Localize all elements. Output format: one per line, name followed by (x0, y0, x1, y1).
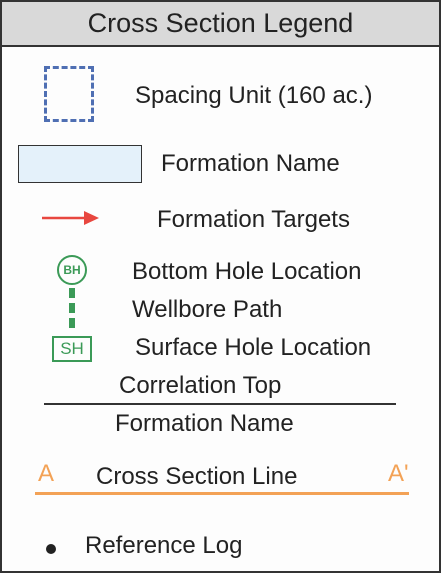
correlation-top-label: Correlation Top (119, 372, 282, 399)
formation-name-label: Formation Name (161, 150, 340, 177)
bottom-hole-icon: BH (57, 255, 87, 285)
reference-log-label: Reference Log (85, 532, 243, 559)
formation-box-icon (18, 145, 142, 183)
legend-title: Cross Section Legend (2, 2, 439, 47)
cross-section-line-label: Cross Section Line (96, 463, 298, 490)
cross-section-line (35, 492, 409, 495)
dashed-square-icon (44, 66, 94, 122)
bottom-hole-label: Bottom Hole Location (132, 258, 362, 285)
surface-hole-symbol-text: SH (60, 339, 84, 358)
correlation-line (44, 403, 396, 405)
wellbore-path-label: Wellbore Path (132, 296, 283, 323)
arrow-right-icon (42, 211, 99, 225)
wellbore-path-icon (69, 288, 75, 328)
cross-section-start-label: A (38, 460, 55, 487)
bottom-hole-symbol-text: BH (63, 263, 81, 277)
formation-targets-label: Formation Targets (157, 206, 350, 233)
correlation-formation-label: Formation Name (115, 410, 294, 437)
dot-icon (46, 544, 56, 554)
surface-hole-icon: SH (52, 336, 92, 362)
surface-hole-label: Surface Hole Location (135, 334, 372, 361)
cross-section-end-label: A' (388, 460, 409, 487)
spacing-unit-label: Spacing Unit (160 ac.) (135, 82, 373, 109)
